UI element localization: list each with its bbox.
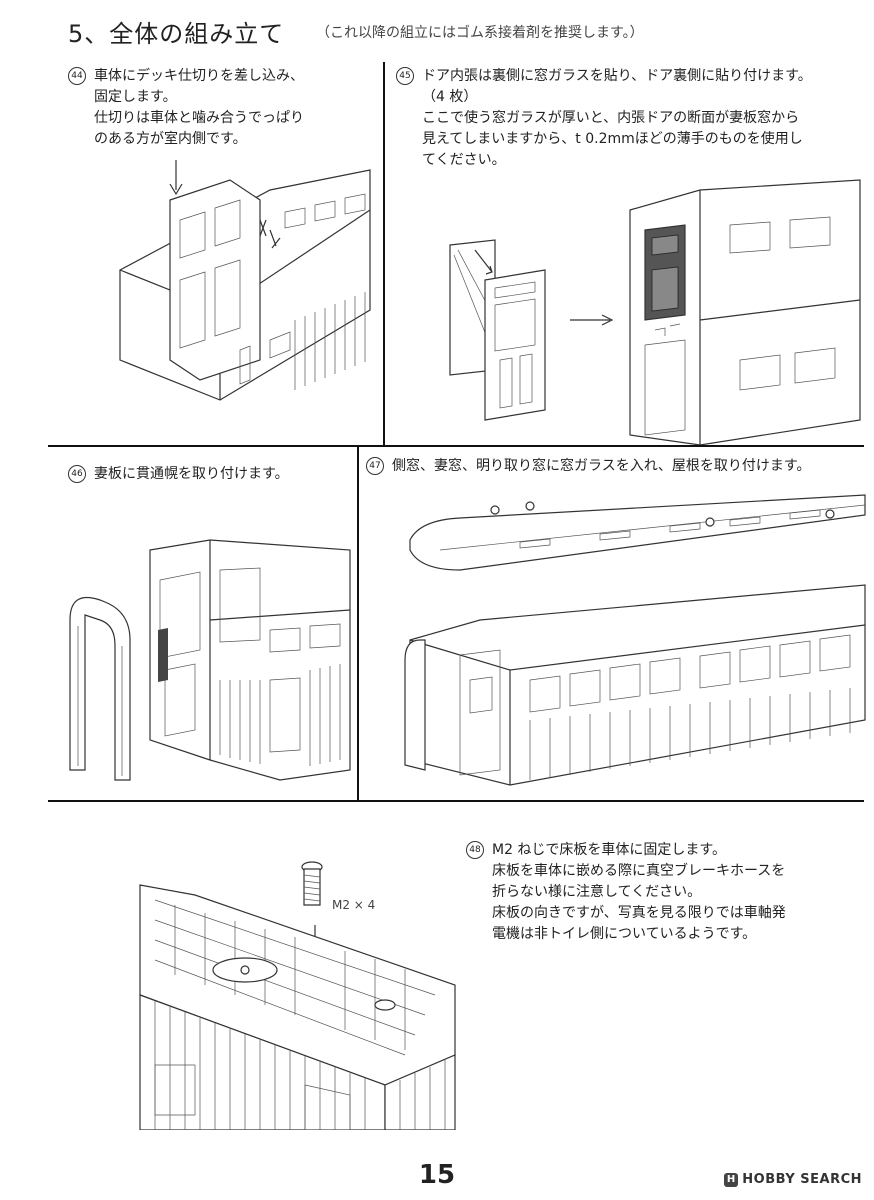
step-line: M2 ねじで床板を車体に固定します。 — [492, 842, 727, 858]
divider-horizontal-2 — [48, 800, 864, 802]
step-45: 45 ドア内張は裏側に窓ガラスを貼り、ドア裏側に貼り付けます。 （4 枚） ここで… — [396, 66, 866, 171]
step-line: 妻板に貫通幌を取り付けます。 — [94, 466, 289, 482]
step-line: 折らない様に注意してください。 — [492, 884, 702, 900]
step-line: てください。 — [422, 152, 506, 168]
step-number: 47 — [366, 457, 384, 475]
step-number: 44 — [68, 67, 86, 85]
step-line: （4 枚） — [422, 89, 478, 105]
hobby-search-logo-icon: H — [724, 1172, 739, 1187]
gangway-bellows — [69, 596, 131, 781]
illustration-door-panel — [449, 179, 861, 445]
adhesive-note: （これ以降の組立にはゴム系接着剤を推奨します。） — [316, 25, 644, 41]
step-line: 仕切りは車体と噛み合うでっぱり — [94, 110, 304, 126]
illustration-gangway — [69, 539, 351, 781]
step-number: 45 — [396, 67, 414, 85]
step-line: のある方が室内側です。 — [94, 131, 247, 147]
clerestory-windows — [519, 509, 821, 549]
step-47: 47 側窓、妻窓、明り取り窓に窓ガラスを入れ、屋根を取り付けます。 — [366, 456, 871, 477]
screw-label: M2 × 4 — [332, 898, 376, 912]
step-line: 電機は非トイレ側についているようです。 — [492, 926, 757, 942]
illustration-floor-plate — [139, 861, 456, 1130]
illustration-roof — [404, 494, 866, 786]
step-line: 側窓、妻窓、明り取り窓に窓ガラスを入れ、屋根を取り付けます。 — [392, 458, 811, 474]
door-inner-panel — [484, 269, 546, 421]
divider-horizontal-1 — [48, 445, 864, 447]
step-line: 車体にデッキ仕切りを差し込み、 — [94, 68, 304, 84]
step-48: 48 M2 ねじで床板を車体に固定します。 床板を車体に嵌める際に真空ブレーキホー… — [466, 840, 866, 945]
step-line: 床板の向きですが、写真を見る限りでは車軸発 — [492, 905, 786, 921]
step-line: ここで使う窓ガラスが厚いと、内張ドアの断面が妻板窓から — [422, 110, 800, 126]
illustration-deck-partition — [119, 160, 371, 401]
step-line: 固定します。 — [94, 89, 177, 105]
watermark-text: HOBBY SEARCH — [742, 1172, 862, 1187]
roof — [409, 494, 866, 571]
step-line: 床板を車体に嵌める際に真空ブレーキホースを — [492, 863, 786, 879]
step-number: 46 — [68, 465, 86, 483]
divider-vertical-top — [383, 62, 385, 446]
step-44: 44 車体にデッキ仕切りを差し込み、 固定します。 仕切りは車体と噛み合うでっぱり… — [68, 66, 378, 150]
page-number: 15 — [418, 1160, 456, 1190]
side-windows — [529, 634, 851, 713]
section-title: 5、全体の組み立て — [68, 20, 285, 48]
step-46: 46 妻板に貫通幌を取り付けます。 — [68, 464, 353, 485]
step-line: ドア内張は裏側に窓ガラスを貼り、ドア裏側に貼り付けます。 — [422, 68, 812, 84]
step-line: 見えてしまいますから、t 0.2mmほどの薄手のものを使用し — [422, 131, 803, 147]
divider-vertical-middle — [357, 446, 359, 800]
screw — [301, 861, 323, 906]
step-number: 48 — [466, 841, 484, 859]
